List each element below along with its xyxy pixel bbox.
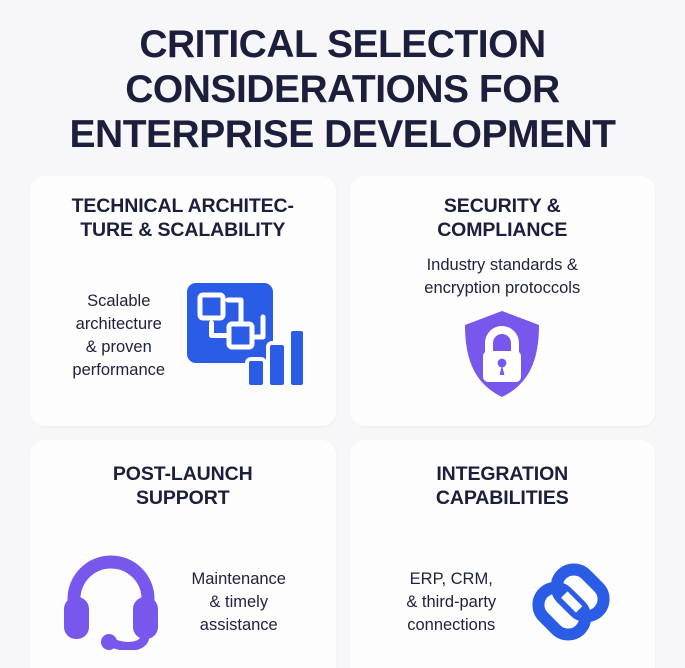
consideration-card-grid: TECHNICAL ARCHITEC- TURE & SCALABILITY S… [30, 176, 655, 668]
card-text-technical-architecture: Scalable architecture & proven performan… [72, 292, 166, 379]
card-integration-capabilities: INTEGRATION CAPABILITIES ERP, CRM, & thi… [349, 440, 655, 668]
card-security-compliance: SECURITY & COMPLIANCE Industry standards… [349, 176, 655, 426]
page-title: CRITICAL SELECTION CONSIDERATIONS FOR EN… [69, 23, 616, 156]
card-body-security-compliance: Industry standards & encryption protocco… [364, 254, 642, 416]
architecture-diagram-icon [185, 281, 307, 391]
card-post-launch-support: POST-LAUNCH SUPPORT [30, 440, 336, 668]
card-title-security-compliance: SECURITY & COMPLIANCE [437, 195, 568, 241]
card-title-post-launch-support: POST-LAUNCH SUPPORT [112, 463, 253, 509]
card-title-integration-capabilities: INTEGRATION CAPABILITIES [435, 463, 569, 509]
card-text-post-launch-support: Maintenance & timely assistance [191, 569, 286, 634]
card-text-security-compliance: Industry standards & encryption protocco… [424, 256, 581, 297]
card-technical-architecture: TECHNICAL ARCHITEC- TURE & SCALABILITY S… [30, 176, 336, 426]
headset-icon [61, 554, 165, 650]
card-text-integration-capabilities: ERP, CRM, & third-party connections [406, 569, 497, 634]
card-body-technical-architecture: Scalable architecture & proven performan… [44, 256, 322, 416]
card-body-integration-capabilities: ERP, CRM, & third-party connections [364, 524, 642, 668]
card-title-technical-architecture: TECHNICAL ARCHITEC- TURE & SCALABILITY [71, 195, 294, 241]
card-body-post-launch-support: Maintenance & timely assistance [44, 524, 322, 668]
shield-lock-icon [459, 308, 545, 400]
chain-link-icon [523, 552, 619, 652]
